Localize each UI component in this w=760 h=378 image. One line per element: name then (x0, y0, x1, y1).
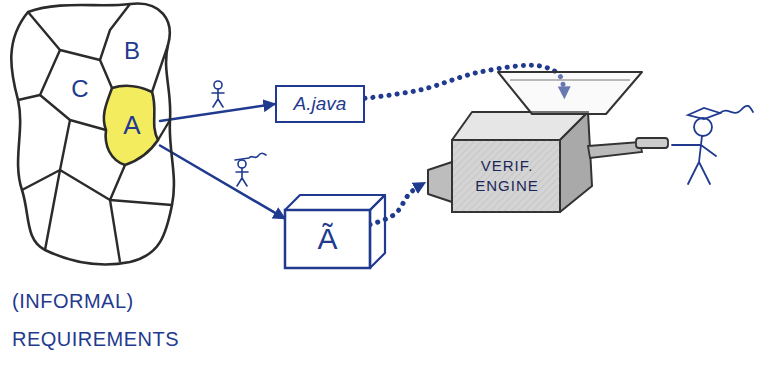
highlighted-region-shape (104, 86, 158, 165)
requirements-map: (INFORMAL) REQUIREMENTS B C A (0, 0, 195, 370)
operator-figure (672, 106, 753, 184)
cube-side (370, 195, 385, 268)
map-outline (11, 3, 174, 264)
region-border (28, 12, 100, 60)
verification-engine: VERIF. ENGINE (425, 98, 595, 214)
node-label: C (71, 75, 88, 103)
cube-top (285, 195, 385, 210)
region-border (22, 120, 70, 190)
developer-figure (212, 81, 224, 107)
node-label: (INFORMAL) REQUIREMENTS (12, 282, 196, 358)
crank-arm (588, 142, 642, 158)
node-label: Ã (317, 222, 337, 256)
map-region: C (66, 74, 94, 104)
region-border (158, 120, 170, 140)
region-border (152, 45, 168, 92)
engine-side (560, 112, 592, 212)
node-label: A.java (294, 93, 347, 115)
arrow (160, 146, 285, 219)
hopper-rim (510, 79, 630, 80)
model-cube: Ã (285, 210, 370, 268)
region-border (18, 50, 60, 100)
node-label: A (123, 110, 140, 141)
region-border (110, 200, 120, 262)
engine-front (452, 140, 560, 212)
engine-shading (452, 140, 560, 212)
dotted-arrow (370, 183, 425, 225)
node-label: B (124, 37, 140, 65)
crank-handle (636, 138, 668, 148)
node-label: VERIF. ENGINE (458, 156, 556, 195)
region-border (60, 165, 125, 200)
source-file-box: A.java (275, 85, 365, 123)
engine-hopper (498, 72, 642, 114)
arrow (160, 104, 275, 121)
region-border (45, 170, 60, 250)
cube-front (285, 210, 370, 268)
engine-input-chute (428, 162, 452, 202)
map-region: B (118, 36, 146, 66)
region-border (110, 200, 172, 205)
expert-figure (235, 153, 266, 186)
node-outline (425, 98, 595, 214)
node-outline (0, 0, 195, 370)
highlighted-region: A (104, 84, 160, 166)
